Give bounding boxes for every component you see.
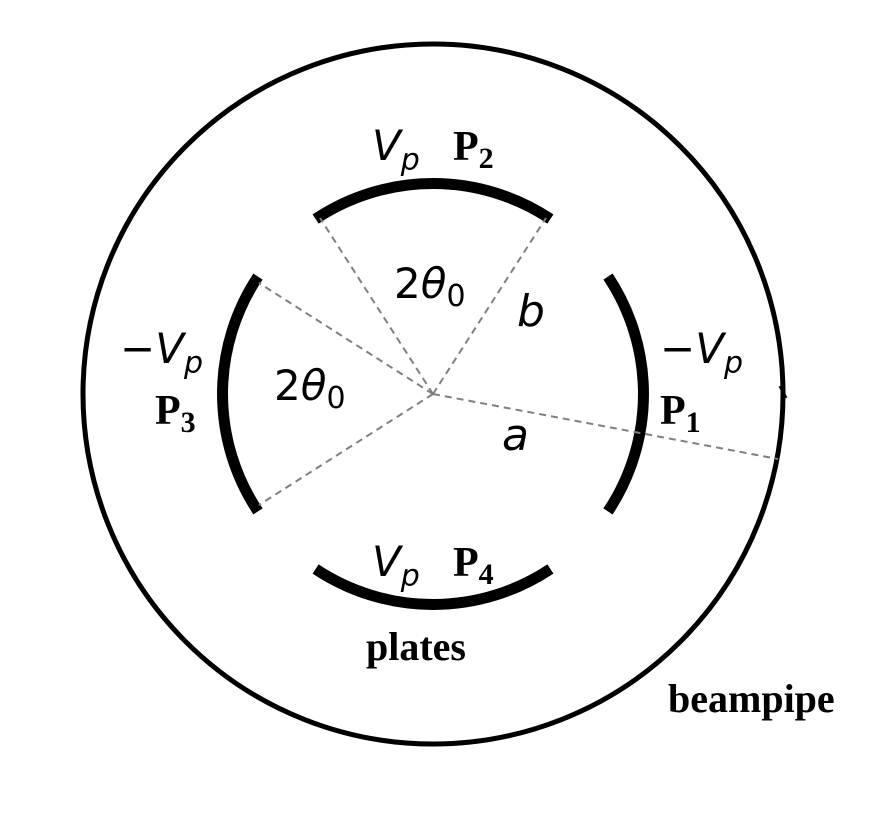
label-beampipe: beampipe <box>668 676 835 721</box>
label-p1-name: P1 <box>660 388 701 439</box>
label-plates: plates <box>366 624 466 669</box>
label-p3-potential: −Vp <box>120 324 203 381</box>
label-angle-top: 2θ0 <box>394 259 466 314</box>
label-p2-name: P2 <box>453 124 494 175</box>
plate-p2 <box>312 178 554 224</box>
beampipe-tick <box>778 385 788 399</box>
guide-line-p3-bottom <box>258 393 434 506</box>
label-angle-left: 2θ0 <box>274 361 346 416</box>
plate-p1 <box>603 273 649 515</box>
label-radius-a: a <box>502 410 529 461</box>
guide-line-p2-left <box>319 217 434 395</box>
label-p1-potential: −Vp <box>660 324 743 381</box>
plate-p3 <box>217 273 263 515</box>
guide-line-p2-right <box>432 217 547 395</box>
label-radius-b: b <box>517 286 545 337</box>
label-p2-potential: Vp <box>372 121 420 178</box>
label-p4-name: P4 <box>453 540 494 591</box>
guide-line-radius-a <box>432 393 779 460</box>
label-p4-potential: Vp <box>372 537 420 594</box>
label-p3-name: P3 <box>155 388 196 439</box>
guide-line-p3-top <box>258 282 434 395</box>
plate-p4 <box>312 564 554 610</box>
